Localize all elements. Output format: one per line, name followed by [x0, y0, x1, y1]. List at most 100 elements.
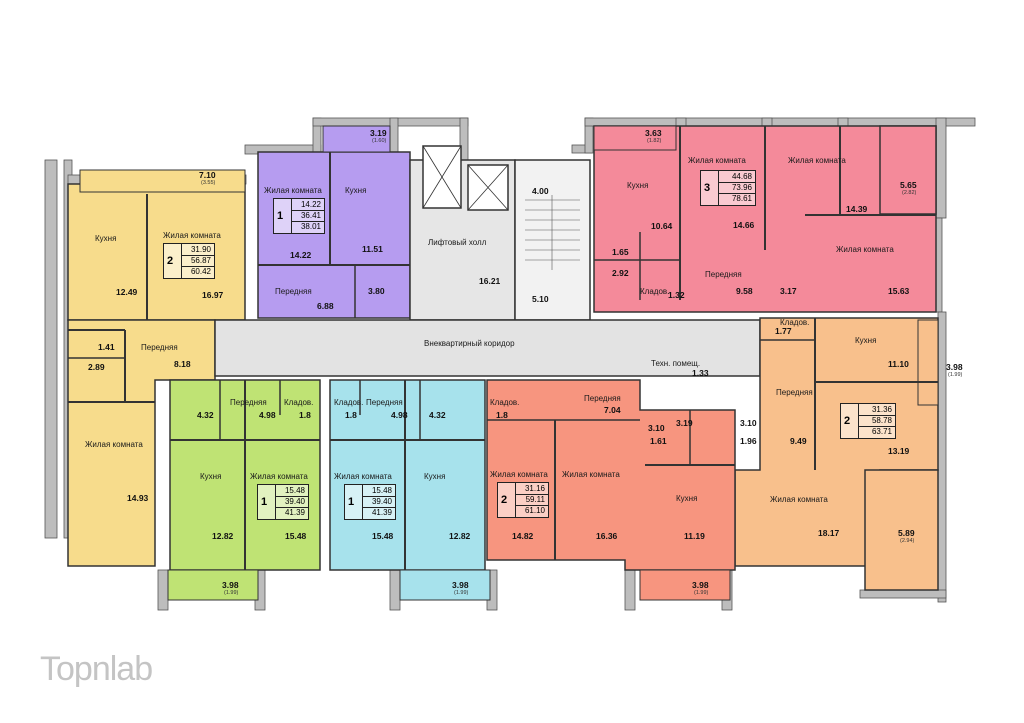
room-label: Кухня — [95, 234, 117, 243]
area-value: 16.36 — [596, 531, 618, 541]
area-value: 6.88 — [317, 301, 334, 311]
balcony-half: (1.99) — [224, 590, 239, 596]
room-label: Кладов. — [284, 398, 314, 407]
area-value: 3.80 — [368, 286, 385, 296]
room-label: Жилая комната — [788, 156, 846, 165]
room-label: Передняя — [584, 394, 621, 403]
room-label: Жилая комната — [85, 440, 143, 449]
area-value: 11.10 — [888, 359, 909, 369]
apartment-yellow — [67, 169, 246, 567]
area-value: 12.49 — [116, 287, 138, 297]
apartment-pink — [593, 125, 937, 313]
apartment-summary: 1 14.22 36.41 38.01 — [273, 198, 325, 234]
room-label: Жилая комната — [163, 231, 221, 240]
area-value: 1.32 — [668, 290, 685, 300]
balcony-half: (2.82) — [902, 190, 917, 196]
total-with-balcony: 41.39 — [371, 508, 392, 517]
room-label: Кухня — [627, 181, 649, 190]
room-label: Кладов. — [490, 398, 520, 407]
area-value: 4.32 — [197, 410, 214, 420]
area-value: 9.49 — [790, 436, 807, 446]
room-count: 1 — [261, 496, 268, 508]
area-value: 15.48 — [372, 531, 394, 541]
balcony-area: 3.98 — [692, 580, 709, 590]
area-value: 7.04 — [604, 405, 621, 415]
area-value: 16.21 — [479, 276, 501, 286]
balcony-half: (1.99) — [948, 372, 963, 378]
apartment-summary: 1 15.48 39.40 41.39 — [257, 484, 309, 520]
area-value: 4.98 — [259, 410, 276, 420]
area-value: 1.96 — [740, 436, 757, 446]
living-area: 15.48 — [284, 486, 305, 495]
area-value: 15.63 — [888, 286, 910, 296]
apartment-summary: 2 31.90 56.87 60.42 — [163, 243, 215, 279]
area-value: 3.10 — [648, 423, 665, 433]
area-value: 4.98 — [391, 410, 408, 420]
area-value: 9.58 — [736, 286, 753, 296]
room-label: Жилая комната — [334, 472, 392, 481]
apartment-orange — [734, 317, 939, 591]
area-value: 4.00 — [532, 186, 549, 196]
room-label: Жилая комната — [836, 245, 894, 254]
room-label: Кухня — [676, 494, 698, 503]
balcony-area: 7.10 — [199, 170, 216, 180]
room-label: Кладов. — [334, 398, 364, 407]
total-area: 59.11 — [525, 495, 545, 504]
room-label: Кухня — [200, 472, 222, 481]
watermark-logo: Topnlab — [40, 650, 153, 688]
apartment-summary: 2 31.16 59.11 61.10 — [497, 482, 549, 518]
total-area: 36.41 — [300, 211, 321, 220]
corridor — [214, 319, 761, 377]
room-label: Кладов. — [780, 318, 810, 327]
apartment-green — [167, 379, 321, 601]
balcony-half: (2.94) — [900, 538, 915, 544]
room-count: 1 — [277, 210, 284, 222]
apartment-cyan — [329, 379, 491, 601]
total-area: 56.87 — [190, 256, 211, 265]
balcony-half: (1.99) — [694, 590, 709, 596]
room-label: Передняя — [366, 398, 403, 407]
area-value: 14.22 — [290, 250, 312, 260]
apartment-summary: 1 15.48 39.40 41.39 — [344, 484, 396, 520]
apartment-violet — [257, 125, 411, 319]
area-value: 1.8 — [299, 410, 311, 420]
area-value: 14.39 — [846, 204, 868, 214]
room-count: 1 — [348, 496, 355, 508]
room-label: Передняя — [776, 388, 813, 397]
area-value: 18.17 — [818, 528, 840, 538]
area-value: 3.17 — [780, 286, 797, 296]
balcony-half: (1.82) — [647, 138, 662, 144]
room-label: Передняя — [705, 270, 742, 279]
room-label: Техн. помещ. — [651, 359, 701, 368]
area-value: 14.82 — [512, 531, 534, 541]
total-with-balcony: 41.39 — [284, 508, 305, 517]
balcony-area: 3.98 — [946, 362, 963, 372]
area-value: 16.97 — [202, 290, 224, 300]
area-value: 14.66 — [733, 220, 755, 230]
area-value: 4.32 — [429, 410, 446, 420]
area-value: 8.18 — [174, 359, 191, 369]
living-area: 15.48 — [371, 486, 392, 495]
room-label: Лифтовый холл — [428, 238, 487, 247]
area-value: 10.64 — [651, 221, 673, 231]
balcony-half: (1.60) — [372, 138, 387, 144]
room-label: Кухня — [424, 472, 446, 481]
area-value: 2.89 — [88, 362, 105, 372]
room-label: Передняя — [141, 343, 178, 352]
room-label: Передняя — [230, 398, 267, 407]
room-label: Жилая комната — [688, 156, 746, 165]
room-label: Жилая комната — [770, 495, 828, 504]
area-value: 1.41 — [98, 342, 115, 352]
room-count: 3 — [704, 182, 711, 194]
area-value: 11.19 — [684, 531, 705, 541]
room-label: Кухня — [855, 336, 877, 345]
corridor-label: Внеквартирный коридор — [424, 339, 515, 348]
balcony-half: (3.55) — [201, 180, 216, 186]
balcony-area: 5.89 — [898, 528, 915, 538]
area-value: 13.19 — [888, 446, 910, 456]
room-label: Жилая комната — [264, 186, 322, 195]
balcony-area: 3.63 — [645, 128, 662, 138]
area-value: 3.10 — [740, 418, 757, 428]
living-area: 44.68 — [731, 172, 752, 181]
